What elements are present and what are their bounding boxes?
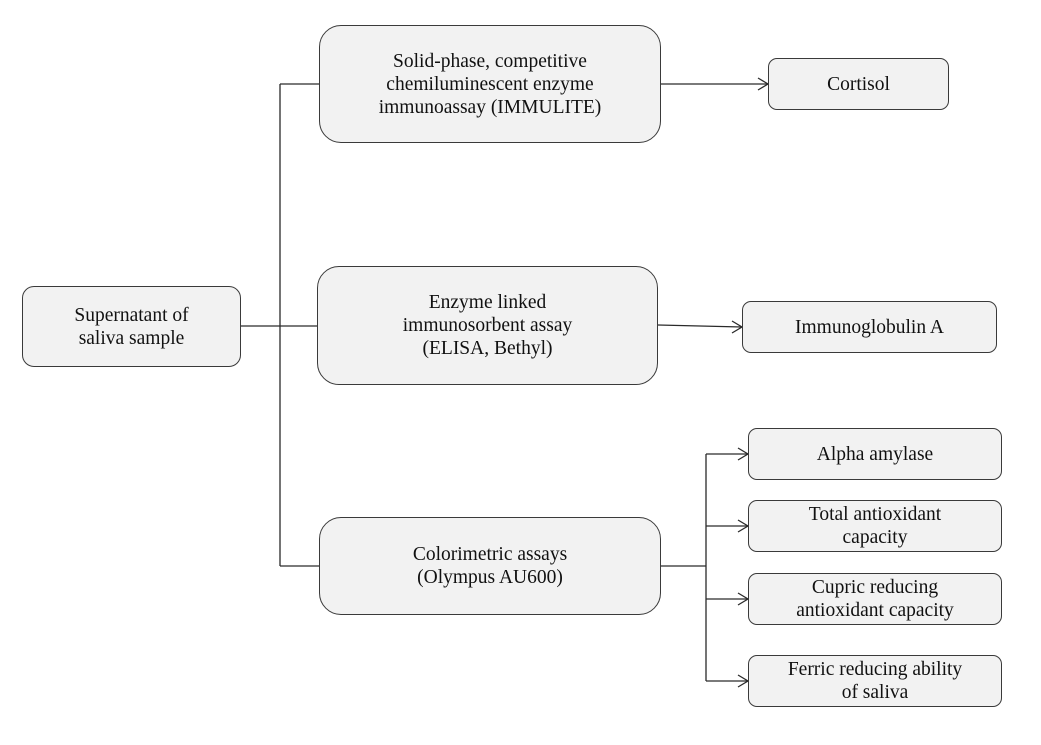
method-node-label: Solid-phase, competitive chemiluminescen…: [378, 50, 602, 118]
target-node-total-antioxidant-capacity: Total antioxidant capacity: [748, 500, 1002, 552]
target-node-alpha-amylase: Alpha amylase: [748, 428, 1002, 480]
target-node-label: Immunoglobulin A: [795, 316, 944, 338]
method-node-label: Enzyme linked immunosorbent assay (ELISA…: [402, 292, 573, 359]
method-node-colorimetric: Colorimetric assays (Olympus AU600): [319, 517, 661, 615]
target-node-ferric-reducing-ability: Ferric reducing ability of saliva: [748, 655, 1002, 707]
target-node-cortisol: Cortisol: [768, 58, 949, 110]
method-node-label: Colorimetric assays (Olympus AU600): [412, 544, 568, 588]
method-node-immulite: Solid-phase, competitive chemiluminescen…: [319, 25, 661, 143]
target-node-label: Total antioxidant capacity: [808, 504, 942, 548]
target-node-cupric-reducing-antioxidant-capacity: Cupric reducing antioxidant capacity: [748, 573, 1002, 625]
target-node-label: Ferric reducing ability of saliva: [787, 659, 963, 703]
target-node-label: Alpha amylase: [816, 443, 934, 465]
target-node-immunoglobulin-a: Immunoglobulin A: [742, 301, 997, 353]
target-node-label: Cortisol: [827, 73, 890, 95]
connector-method-2-target-1: [657, 324, 743, 328]
source-node-label: Supernatant of saliva sample: [74, 304, 189, 349]
target-node-label: Cupric reducing antioxidant capacity: [796, 577, 954, 621]
source-node: Supernatant of saliva sample: [22, 286, 241, 367]
method-node-elisa: Enzyme linked immunosorbent assay (ELISA…: [317, 266, 658, 385]
